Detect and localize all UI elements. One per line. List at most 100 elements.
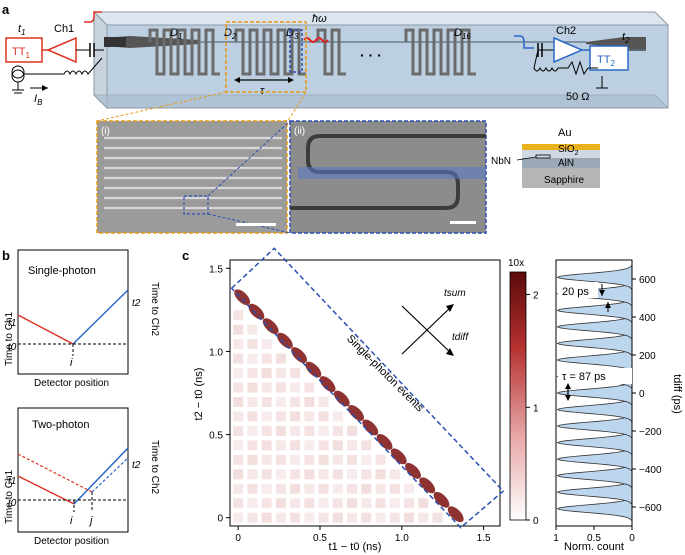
tt2-label: TT2 bbox=[597, 54, 615, 68]
annotation-20ps: 20 ps bbox=[562, 286, 589, 298]
background-cell bbox=[275, 440, 286, 451]
tdiff-histogram bbox=[556, 265, 633, 521]
background-cell bbox=[261, 368, 272, 379]
event-peak bbox=[276, 332, 293, 349]
background-cell bbox=[389, 469, 400, 480]
background-cell bbox=[304, 483, 315, 494]
background-cell bbox=[247, 411, 258, 422]
ellipsis: · · · bbox=[360, 47, 382, 63]
event-peak bbox=[376, 433, 393, 450]
colorbar-label: 10x bbox=[508, 258, 524, 269]
background-cell bbox=[247, 498, 258, 509]
background-cell bbox=[247, 339, 258, 350]
background-cell bbox=[275, 425, 286, 436]
xlabel-top: Detector position bbox=[34, 378, 109, 389]
background-cell bbox=[304, 454, 315, 465]
ch1-label: Ch1 bbox=[54, 23, 74, 35]
tt1-label: TT1 bbox=[12, 46, 30, 60]
background-cell bbox=[347, 469, 358, 480]
background-cell bbox=[261, 353, 272, 364]
background-cell bbox=[247, 425, 258, 436]
label-t0-bottom: t0 bbox=[8, 498, 17, 509]
left-taper bbox=[104, 36, 200, 48]
zoom-box-blue bbox=[289, 29, 303, 73]
event-peak bbox=[305, 361, 322, 378]
hist-xtick-label: 1 bbox=[553, 533, 559, 544]
single-photon-events-box bbox=[230, 247, 505, 529]
background-cell bbox=[361, 454, 372, 465]
background-cell bbox=[347, 454, 358, 465]
event-peak bbox=[419, 477, 436, 494]
event-peak bbox=[362, 419, 379, 436]
background-cell bbox=[332, 425, 343, 436]
bias-inductor bbox=[24, 57, 103, 76]
background-cell bbox=[247, 382, 258, 393]
background-cell bbox=[261, 440, 272, 451]
histogram-peak bbox=[556, 463, 633, 488]
background-cell bbox=[418, 498, 429, 509]
background-cell bbox=[247, 469, 258, 480]
ylabel-left-top: Time to Ch1 bbox=[4, 311, 15, 366]
hist-xtick-label: 0 bbox=[629, 533, 635, 544]
background-cell bbox=[347, 425, 358, 436]
background-cell bbox=[361, 498, 372, 509]
ytick-label: 0.5 bbox=[209, 431, 223, 442]
ch2-label: Ch2 bbox=[556, 25, 576, 37]
background-cell bbox=[290, 368, 301, 379]
line-ch1-photon2 bbox=[17, 453, 93, 493]
background-cell bbox=[347, 512, 358, 523]
background-cell bbox=[318, 454, 329, 465]
background-cell bbox=[275, 411, 286, 422]
background-cell bbox=[332, 483, 343, 494]
hist-ytick-label: 0 bbox=[639, 389, 645, 400]
label-sapphire: Sapphire bbox=[544, 175, 584, 186]
meander-2 bbox=[234, 28, 306, 76]
scale-bar-i bbox=[236, 223, 276, 226]
background-cell bbox=[233, 469, 244, 480]
layer-sio2 bbox=[522, 150, 600, 158]
background-cell bbox=[261, 396, 272, 407]
event-peak bbox=[248, 303, 265, 320]
colorbar-tick-label: 0 bbox=[533, 516, 539, 527]
background-cell bbox=[233, 324, 244, 335]
background-cell bbox=[233, 454, 244, 465]
label-t0-top: t0 bbox=[8, 342, 17, 353]
xlabel-bottom: Detector position bbox=[34, 536, 109, 547]
event-peak bbox=[333, 390, 350, 407]
background-cell bbox=[247, 353, 258, 364]
histogram-ylabel: tdiff (ps) bbox=[671, 374, 683, 414]
background-cell bbox=[318, 411, 329, 422]
background-cell bbox=[375, 498, 386, 509]
panel-a-label: a bbox=[2, 2, 10, 17]
background-cell bbox=[290, 382, 301, 393]
background-cell bbox=[233, 353, 244, 364]
photon-label: ħω bbox=[312, 13, 327, 25]
sem-zoom-box bbox=[183, 195, 209, 215]
background-cell bbox=[361, 483, 372, 494]
background-cell bbox=[290, 411, 301, 422]
background-cell bbox=[332, 411, 343, 422]
load-resistor bbox=[533, 49, 598, 76]
photon-wave bbox=[303, 37, 329, 43]
waveguide-highlight bbox=[298, 167, 486, 179]
label-sio2: SiO2 bbox=[558, 144, 579, 157]
xtick-label: 1.5 bbox=[477, 533, 491, 544]
line-ch1 bbox=[17, 314, 74, 345]
event-peak bbox=[319, 376, 336, 392]
heatmap-xlabel: t1 − t0 (ns) bbox=[329, 541, 382, 553]
meander-1 bbox=[148, 28, 220, 76]
label-t2-bottom: t2 bbox=[132, 460, 141, 471]
hist-ytick-label: 600 bbox=[639, 275, 656, 286]
background-cell bbox=[233, 368, 244, 379]
two-photon-title: Two-photon bbox=[32, 419, 89, 431]
background-cell bbox=[318, 396, 329, 407]
label-nbn: NbN bbox=[491, 156, 511, 167]
layer-sapphire bbox=[522, 168, 600, 188]
ytick-label: 1.5 bbox=[209, 264, 223, 275]
background-cell bbox=[247, 512, 258, 523]
line-ch1-photon1 bbox=[17, 475, 75, 505]
histogram-peak bbox=[556, 315, 633, 339]
two-photon-plot-frame bbox=[17, 407, 129, 533]
meander-4 bbox=[404, 28, 476, 76]
background-cell bbox=[290, 440, 301, 451]
